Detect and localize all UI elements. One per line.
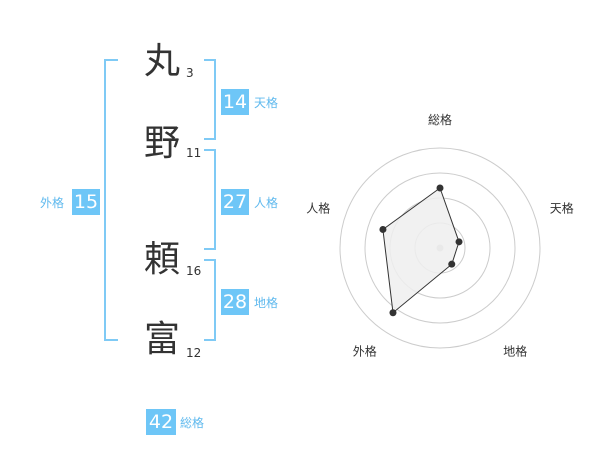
- gaikaku-bracket: [104, 59, 118, 341]
- stroke-count-4: 12: [186, 346, 202, 360]
- radar-axis-label-5: 人格: [306, 200, 330, 215]
- radar-point-2: [455, 238, 463, 246]
- tenkaku-value: 14: [221, 89, 249, 115]
- radar-point-4: [389, 309, 397, 317]
- radar-point-1: [436, 184, 444, 192]
- tenkaku-bracket: [204, 59, 216, 140]
- radar-axis-label-2: 天格: [550, 200, 574, 215]
- chikaku-label: 地格: [254, 296, 279, 310]
- radar-axis-label-1: 総格: [428, 112, 452, 127]
- radar-axis-label-4: 外格: [353, 344, 377, 359]
- chikaku-value: 28: [221, 289, 249, 315]
- tenkaku-label: 天格: [254, 96, 279, 110]
- jinkaku-value: 27: [221, 189, 249, 215]
- chikaku-bracket: [204, 259, 216, 341]
- name-char-1: 丸: [143, 41, 180, 82]
- radar-point-5: [379, 225, 387, 233]
- gaikaku-label: 外格: [40, 196, 65, 210]
- gaikaku-value: 15: [72, 189, 100, 215]
- radar-axis-label-3: 地格: [503, 344, 527, 359]
- name-char-2: 野: [143, 123, 180, 164]
- stroke-count-2: 11: [186, 146, 202, 160]
- jinkaku-label: 人格: [254, 196, 279, 210]
- radar-ring-3: [364, 172, 516, 324]
- radar-series-polygon: [382, 187, 460, 314]
- stroke-count-3: 16: [186, 264, 202, 278]
- name-char-4: 富: [143, 319, 180, 360]
- radar-ring-4: [339, 147, 541, 349]
- name-char-3: 頼: [143, 239, 180, 280]
- radar-point-3: [448, 260, 456, 268]
- jinkaku-bracket: [204, 149, 216, 250]
- soukaku-value: 42: [146, 409, 176, 435]
- stroke-count-1: 3: [186, 66, 194, 80]
- soukaku-label: 総格: [180, 416, 205, 430]
